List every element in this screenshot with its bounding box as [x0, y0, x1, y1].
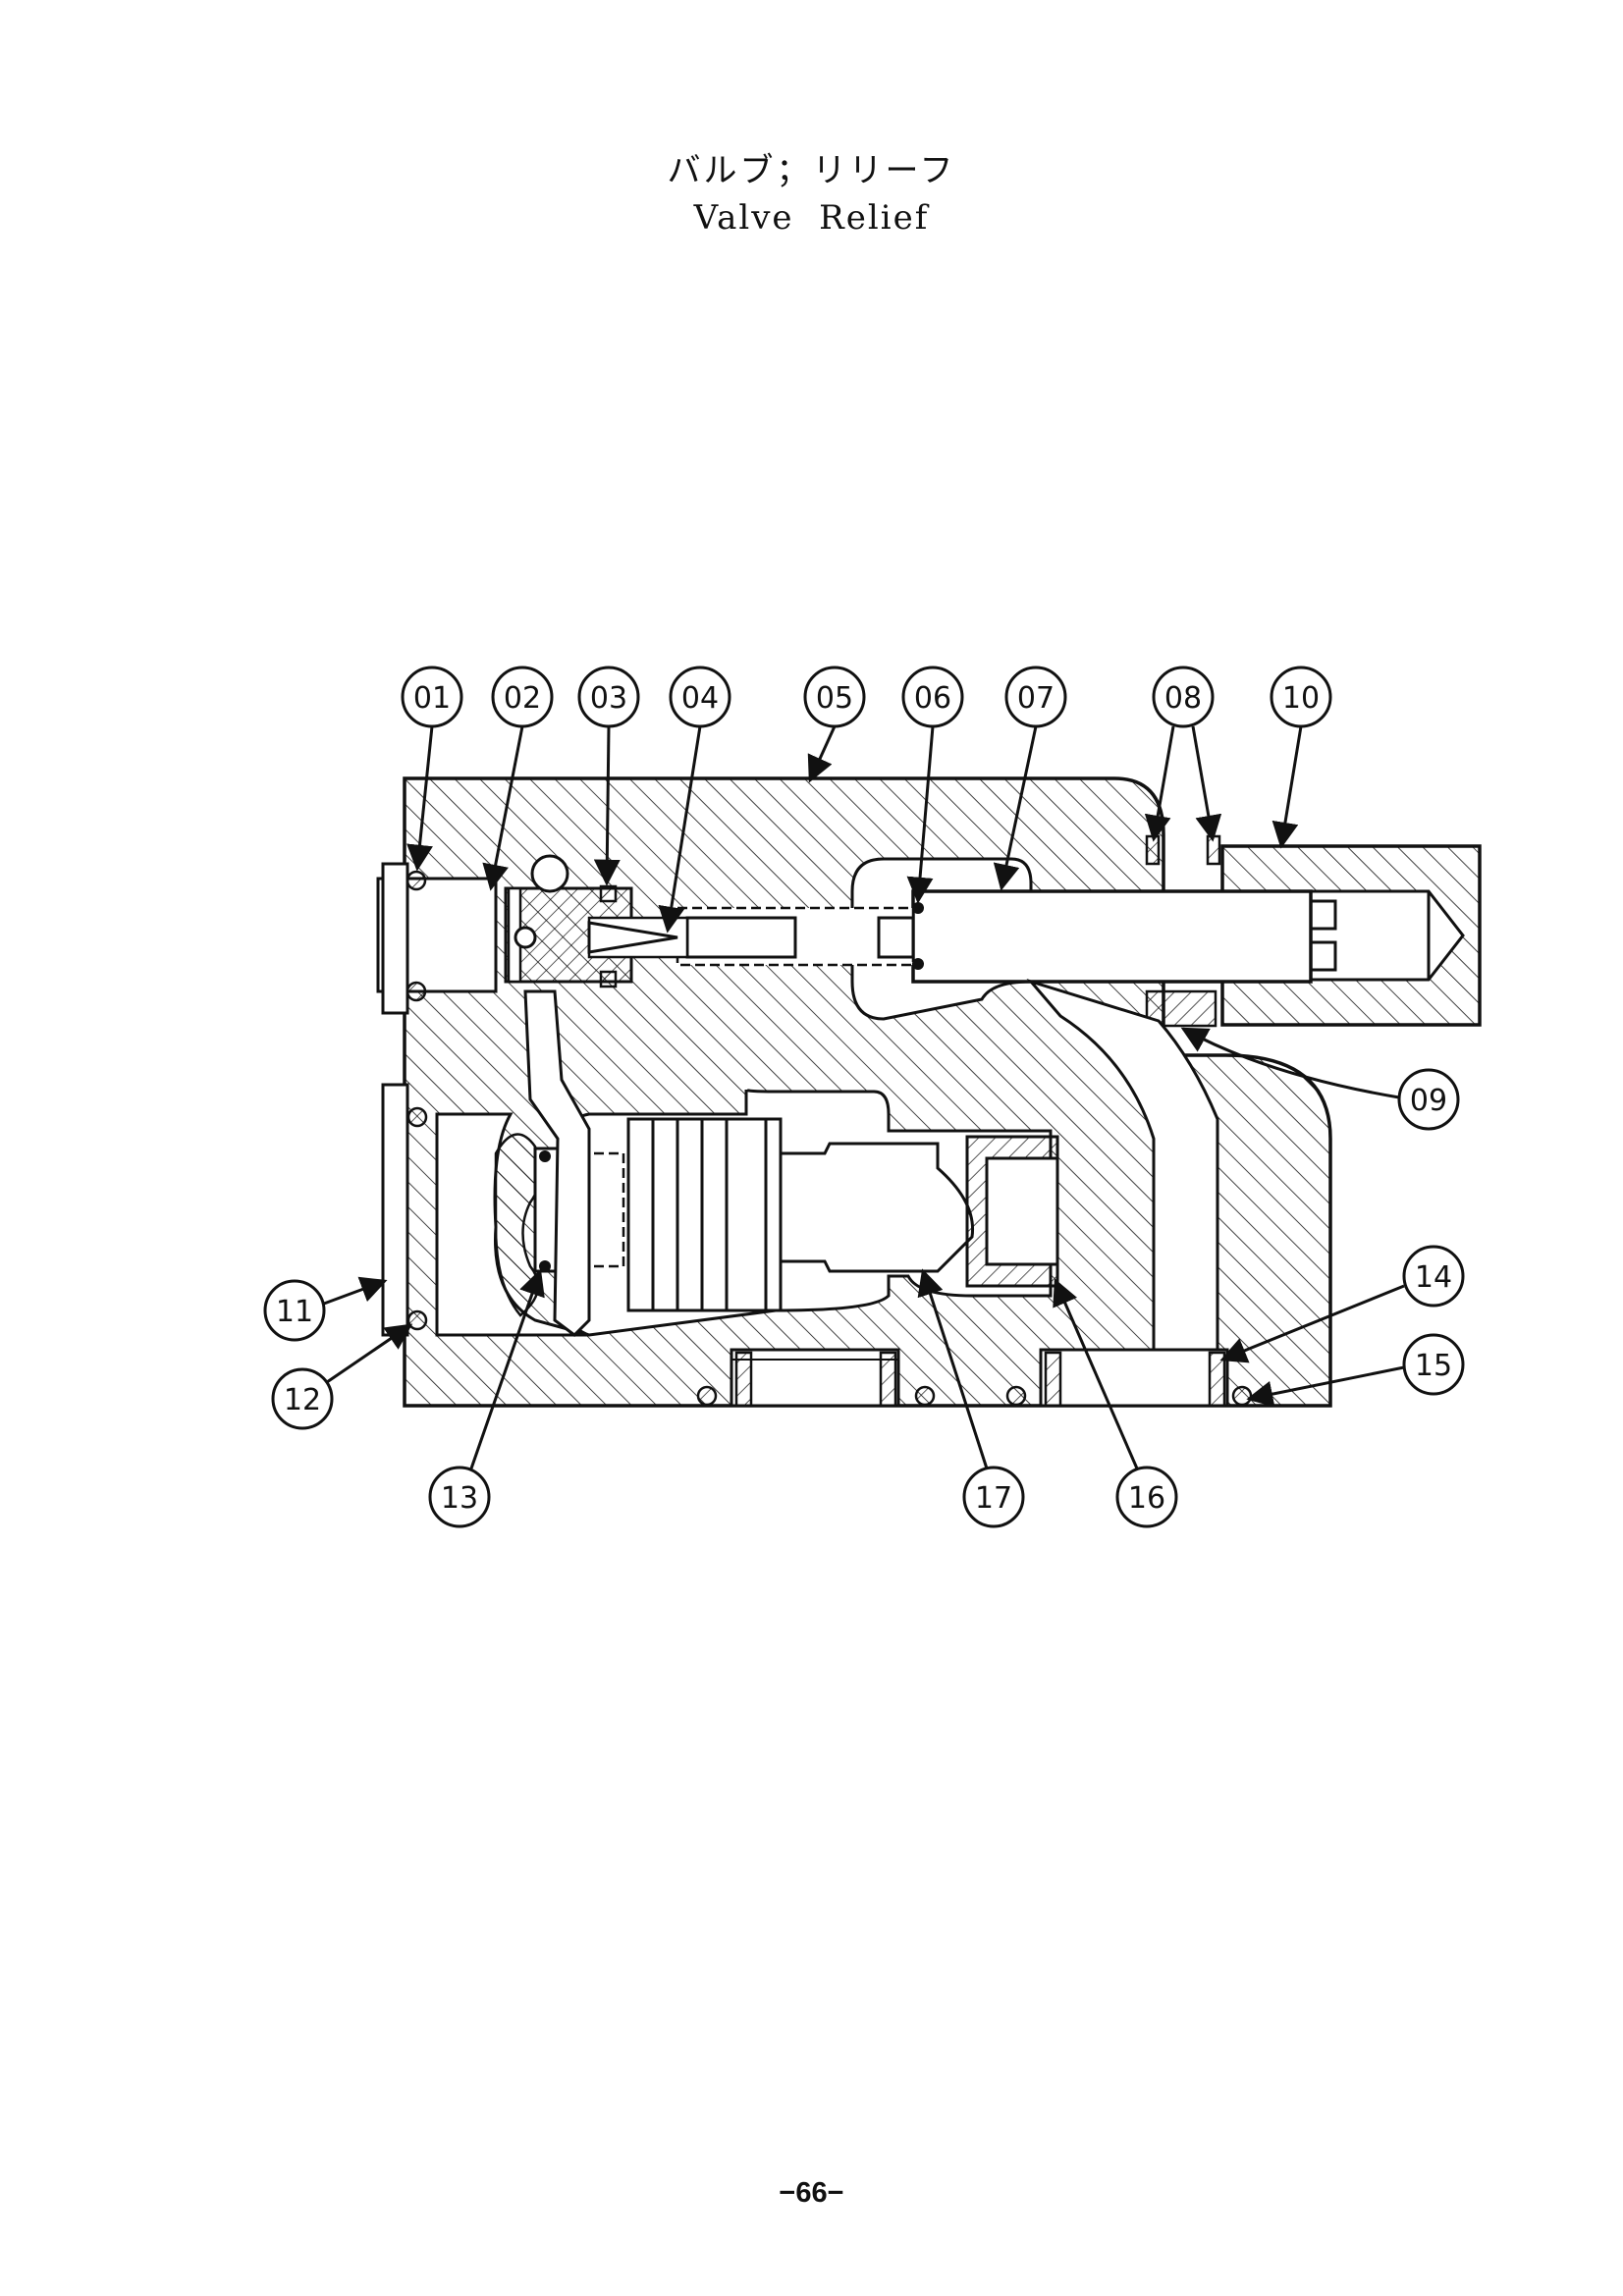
svg-text:08: 08	[1164, 681, 1202, 716]
svg-text:15: 15	[1415, 1349, 1452, 1383]
callout-10: 10	[1270, 666, 1332, 849]
svg-text:06: 06	[914, 681, 951, 716]
svg-text:17: 17	[975, 1481, 1012, 1516]
svg-text:03: 03	[590, 681, 627, 716]
svg-text:07: 07	[1017, 681, 1055, 716]
svg-text:12: 12	[284, 1383, 321, 1417]
callout-02: 02	[482, 666, 554, 891]
callout-09: 09	[1180, 1027, 1460, 1131]
callout-11: 11	[263, 1276, 388, 1342]
callout-17: 17	[917, 1268, 1025, 1528]
callout-04: 04	[658, 666, 731, 934]
svg-text:01: 01	[413, 681, 451, 716]
callouts: 01 02 03 04 05 06 07	[263, 666, 1465, 1528]
end-cap	[1220, 844, 1482, 1027]
callout-13: 13	[428, 1268, 545, 1528]
svg-text:16: 16	[1128, 1481, 1165, 1516]
callout-16: 16	[1053, 1278, 1178, 1528]
upper-bore	[676, 857, 1313, 1021]
svg-text:09: 09	[1410, 1084, 1447, 1118]
callout-05: 05	[803, 666, 866, 783]
svg-text:11: 11	[276, 1295, 313, 1329]
title-japanese: バルブ；リリーフ	[667, 151, 956, 190]
callout-03: 03	[577, 666, 640, 886]
title-english: Valve Relief	[693, 198, 930, 238]
bottom-ports	[696, 1348, 1253, 1408]
callout-08: 08	[1144, 666, 1222, 842]
callout-06: 06	[901, 666, 964, 904]
callout-01: 01	[401, 666, 463, 872]
svg-text:05: 05	[816, 681, 853, 716]
svg-text:04: 04	[681, 681, 719, 716]
callout-14: 14	[1219, 1245, 1465, 1363]
callout-12: 12	[271, 1323, 413, 1430]
svg-text:13: 13	[441, 1481, 478, 1516]
callout-07: 07	[993, 666, 1067, 891]
drain-passage	[1026, 979, 1219, 1352]
svg-text:10: 10	[1282, 681, 1320, 716]
svg-text:14: 14	[1415, 1260, 1452, 1295]
title-block: バルブ；リリーフ Valve Relief	[0, 147, 1623, 241]
page-number: −66−	[779, 2177, 844, 2209]
callout-15: 15	[1246, 1333, 1465, 1408]
connecting-passage	[523, 989, 591, 1337]
svg-text:02: 02	[504, 681, 541, 716]
seal-rings	[1145, 834, 1221, 1028]
